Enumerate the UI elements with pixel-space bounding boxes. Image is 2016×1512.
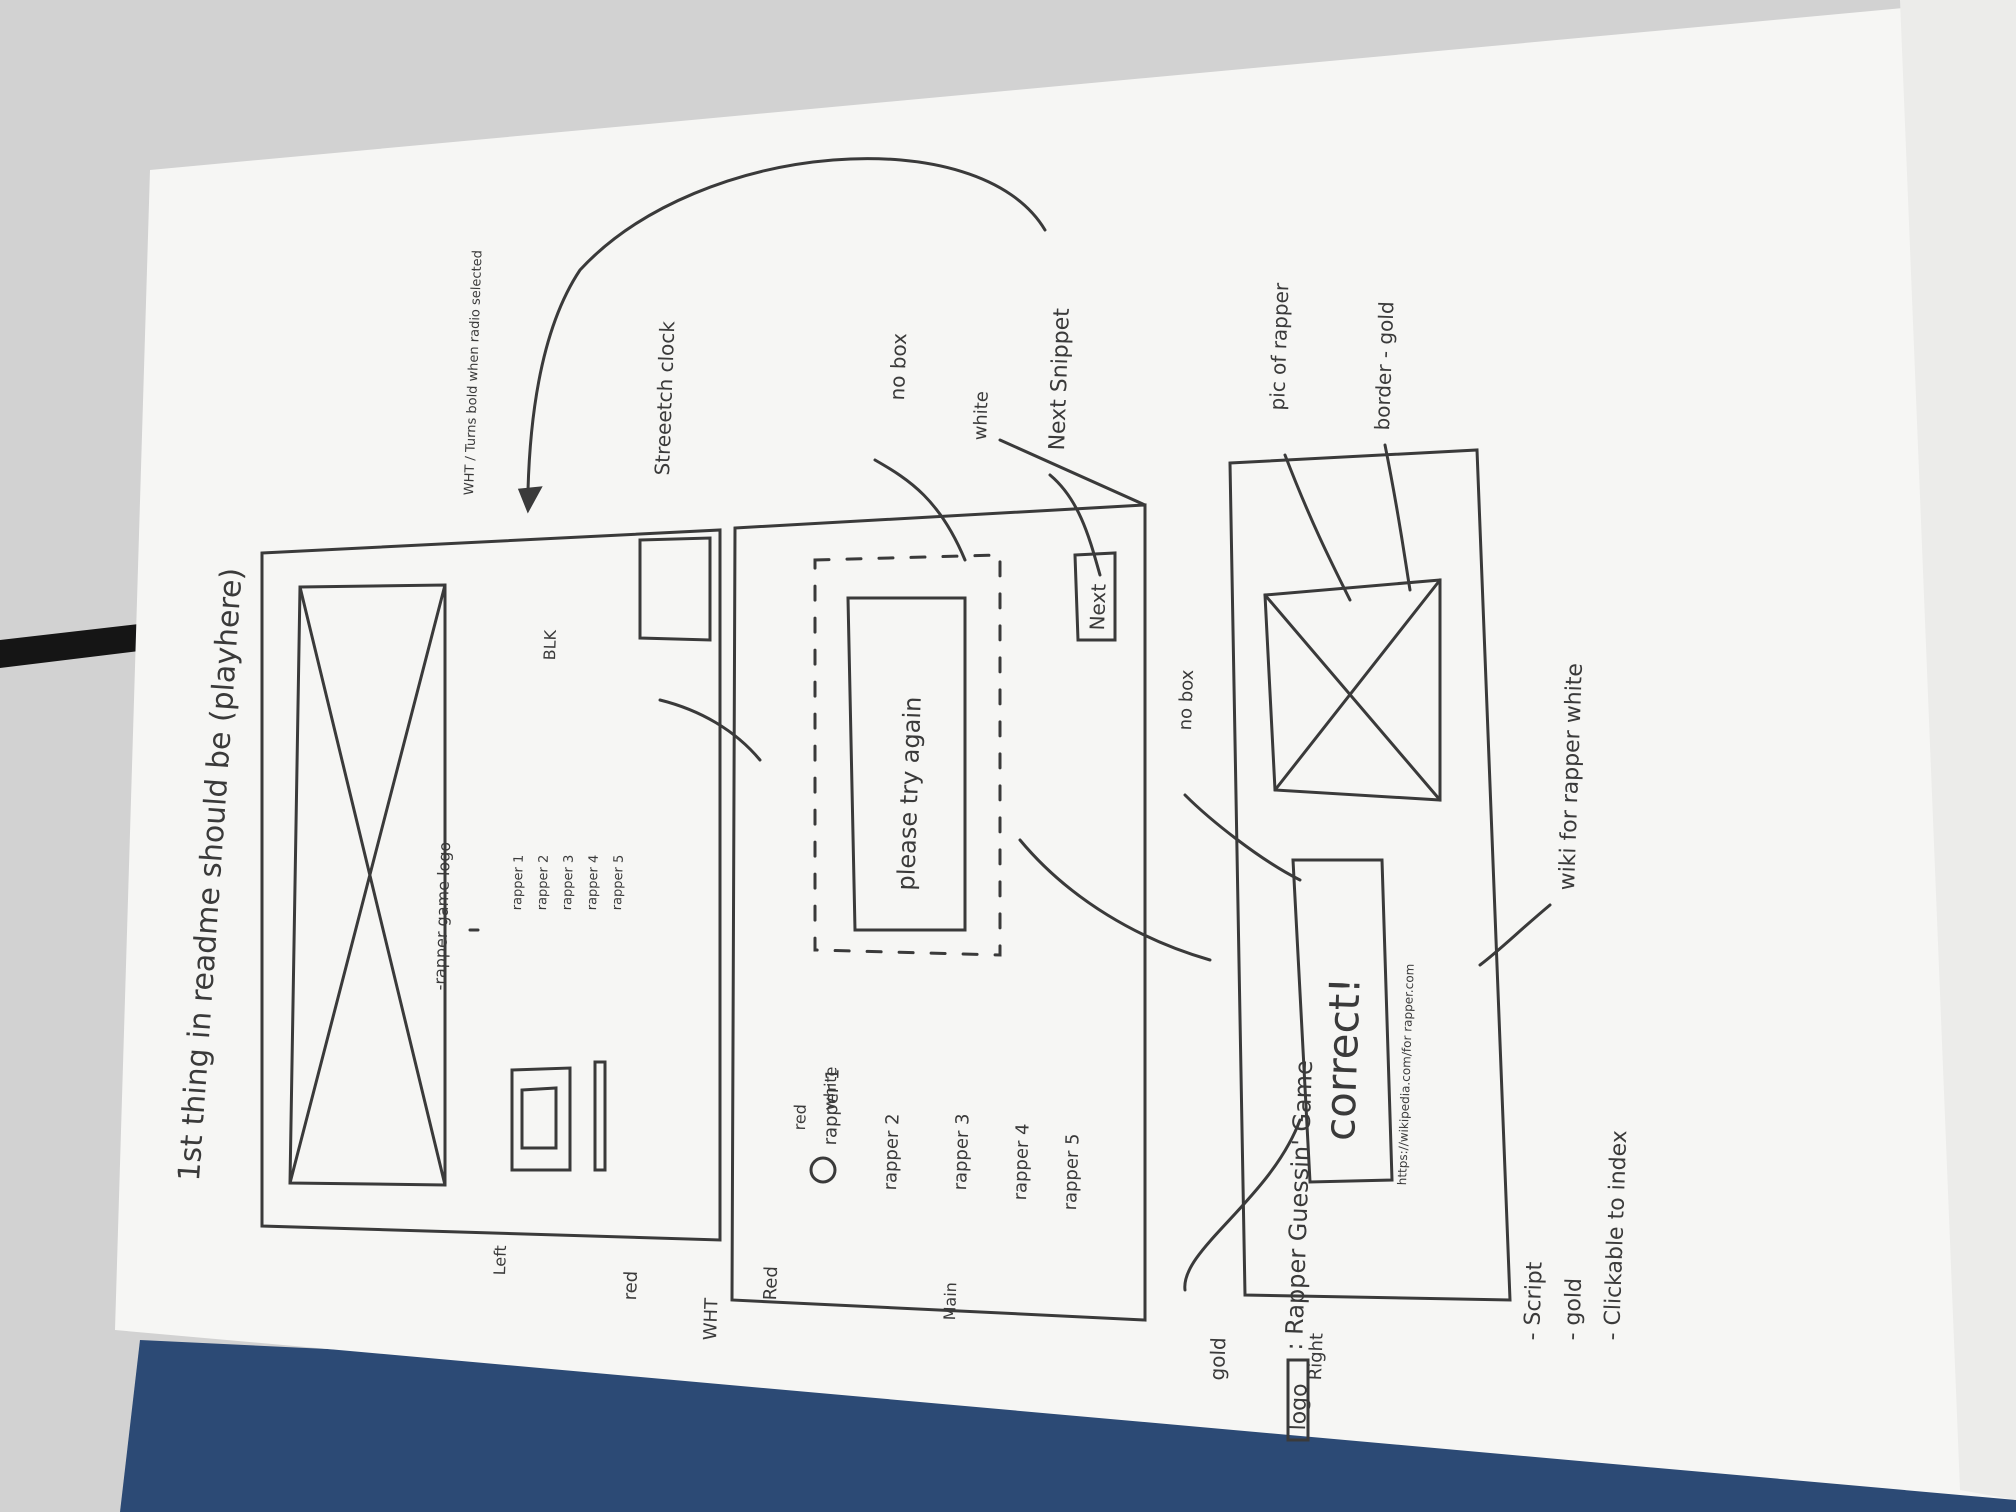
note-red-2: Red	[760, 1265, 783, 1301]
pic-note: pic of rapper	[1265, 282, 1294, 411]
top-radio-4: rapper 4	[585, 854, 602, 911]
note-red: red	[620, 1270, 643, 1301]
readme-heading: 1st thing in readme should be (playhere)	[172, 566, 250, 1183]
wiki-note: wiki for rapper white	[1555, 662, 1588, 891]
logo-caption: -rapper game logo	[430, 841, 455, 991]
wht-note: WHT / Turns bold when radio selected	[462, 249, 486, 496]
top-frame	[260, 528, 722, 1242]
top-radio-2: rapper 2	[535, 854, 552, 911]
note-left: Left	[490, 1244, 511, 1276]
logo-note-box	[1286, 1358, 1310, 1442]
logo-note: logo	[1286, 1383, 1313, 1431]
notebook-cover	[120, 1340, 2016, 1512]
message-box	[846, 596, 967, 932]
border-note: border - gold	[1370, 300, 1399, 431]
main-option-5: rapper 5	[1060, 1133, 1084, 1211]
note-white: WHT	[700, 1297, 723, 1341]
next-snippet-note: Next Snippet	[1045, 307, 1075, 451]
logo-item-2: - gold	[1560, 1277, 1588, 1341]
correct-box	[1291, 858, 1394, 1184]
logo-title: : Rapper Guessin' Game	[1280, 1059, 1319, 1351]
main-white-note: white	[970, 390, 993, 441]
main-option-2: rapper 2	[880, 1113, 904, 1191]
main-label: Main	[940, 1281, 961, 1321]
please-try-again: please try again	[892, 696, 927, 891]
top-radio-3: rapper 3	[560, 854, 577, 911]
stretch-note: Streeetch clock	[650, 320, 680, 476]
paper-sheet	[115, 0, 2016, 1500]
main-note-red: red	[790, 1103, 810, 1131]
next-box	[1073, 551, 1117, 642]
top-radio-5: rapper 5	[610, 854, 627, 911]
logo-item-3: - Clickable to index	[1600, 1129, 1633, 1341]
main-frame	[730, 503, 1147, 1322]
logo-item-1: - Script	[1520, 1261, 1548, 1341]
clock-box	[638, 536, 712, 642]
top-radio-1: rapper 1	[510, 854, 527, 911]
right-label: Right	[1305, 1332, 1328, 1381]
main-option-3: rapper 3	[950, 1113, 974, 1191]
right-no-box: no box	[1175, 669, 1199, 731]
wiki-link[interactable]: https://wikipedia.com/for rapper.com	[1395, 963, 1417, 1186]
right-gold-note: gold	[1205, 1336, 1231, 1381]
next-button[interactable]: Next	[1085, 583, 1111, 631]
correct-message: correct!	[1315, 976, 1370, 1142]
main-option-1: rapper 1	[820, 1068, 844, 1146]
main-no-box: no box	[885, 332, 912, 401]
main-option-4: rapper 4	[1010, 1123, 1034, 1201]
right-frame	[1228, 448, 1512, 1302]
note-black: BLK	[540, 629, 561, 661]
